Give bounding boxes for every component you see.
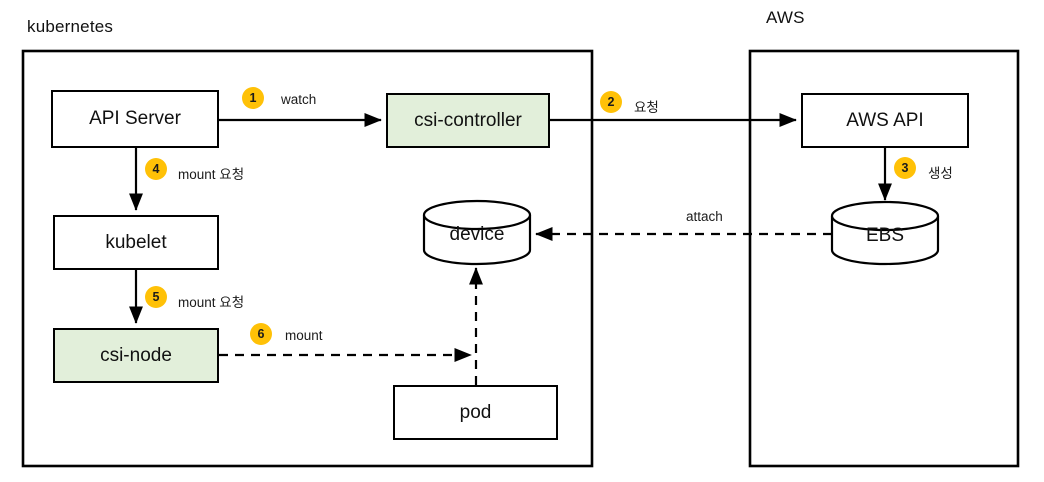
step-badge-1: 1 [242,87,264,109]
zone-box-kubernetes [21,49,594,468]
node-pod-label: pod [459,401,492,423]
node-aws-api[interactable]: AWS API [801,93,969,148]
step-badge-6: 6 [250,323,272,345]
cylinder-device-label: device [449,224,505,245]
step-label-5-mount-request: mount 요청 [178,295,245,310]
step-label-6-mount: mount [285,328,323,343]
step-badge-2-number: 2 [607,94,615,109]
zone-title-kubernetes: kubernetes [27,17,114,36]
step-badge-5-number: 5 [152,289,160,304]
step-label-4-mount-request: mount 요청 [178,167,245,182]
step-label-3-create: 생성 [928,166,953,181]
node-aws-api-label: AWS API [846,109,924,131]
node-api-server[interactable]: API Server [51,90,219,148]
step-label-2-request: 요청 [634,100,659,115]
node-csi-controller-label: csi-controller [414,109,522,131]
cylinder-ebs-label: EBS [865,225,905,246]
edge-label-attach: attach [686,209,723,224]
cylinder-device [422,199,532,266]
step-badge-2: 2 [600,91,622,113]
node-kubelet[interactable]: kubelet [53,215,219,270]
node-csi-node[interactable]: csi-node [53,328,219,383]
node-kubelet-label: kubelet [105,231,167,253]
node-api-server-label: API Server [89,108,181,129]
step-label-1-watch: watch [281,92,317,107]
step-badge-3: 3 [894,157,916,179]
step-badge-4-number: 4 [152,161,160,176]
cylinder-ebs [830,200,940,266]
step-badge-1-number: 1 [249,90,257,105]
zone-box-aws [748,49,1020,468]
step-badge-5: 5 [145,286,167,308]
node-pod[interactable]: pod [393,385,558,440]
step-badge-3-number: 3 [901,160,909,175]
step-badge-6-number: 6 [257,326,265,341]
node-csi-controller[interactable]: csi-controller [386,93,550,148]
node-csi-node-label: csi-node [100,344,172,366]
zone-title-aws: AWS [766,8,805,27]
step-badge-4: 4 [145,158,167,180]
